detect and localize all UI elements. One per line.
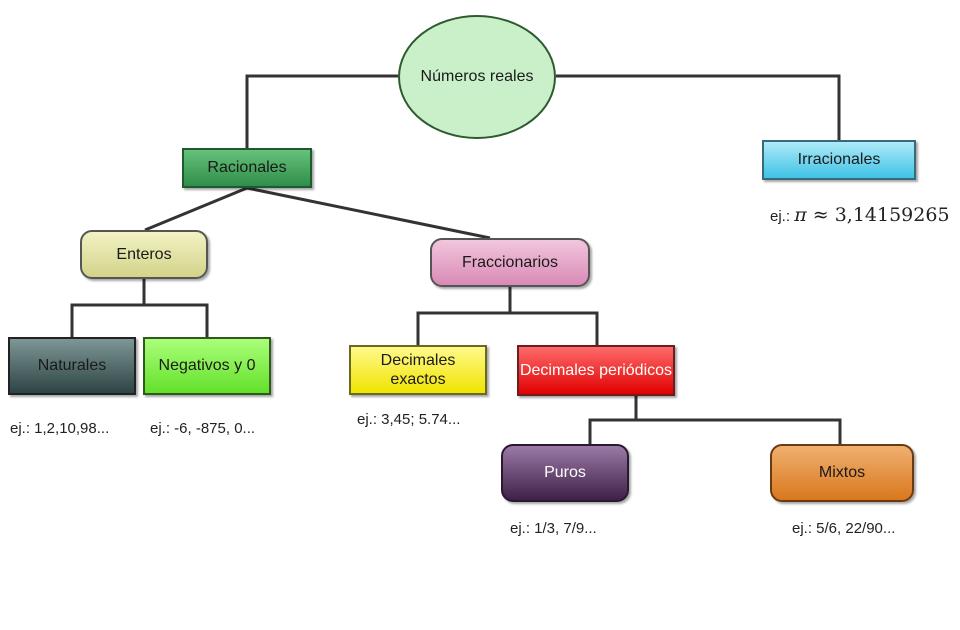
node-mixtos-label: Mixtos (818, 464, 866, 482)
node-fraccionarios-label: Fraccionarios (461, 253, 559, 271)
node-mixtos: Mixtos (770, 444, 914, 502)
node-negativos-y-0: Negativos y 0 (143, 337, 271, 395)
node-naturales-label: Naturales (37, 357, 107, 375)
pi-value: 3,14159265 (834, 204, 950, 226)
pi-symbol: π (794, 204, 807, 226)
approx-symbol: ≈ (812, 204, 829, 226)
connector-root-racionales (245, 74, 398, 148)
node-irracionales: Irracionales (762, 140, 916, 180)
example-mixtos: ej.: 5/6, 22/90... (792, 520, 896, 537)
connector-periodicos-children (588, 418, 842, 444)
connector-racionales-fraccionarios (246, 186, 491, 240)
node-negativos-label: Negativos y 0 (158, 357, 256, 375)
connector-enteros-children (70, 303, 209, 337)
node-decimales-exactos-label: Decimales exactos (380, 351, 456, 388)
node-numeros-reales-label: Números reales (420, 68, 534, 86)
example-decimales-exactos: ej.: 3,45; 5.74... (357, 411, 461, 428)
example-irracionales-formula: π ≈ 3,14159265 (794, 204, 949, 226)
example-naturales: ej.: 1,2,10,98... (10, 420, 110, 437)
node-enteros-label: Enteros (116, 245, 172, 263)
example-negativos: ej.: -6, -875, 0... (150, 420, 256, 437)
node-puros: Puros (501, 444, 629, 502)
node-decimales-periodicos: Decimales periódicos (517, 345, 675, 396)
node-fraccionarios: Fraccionarios (430, 238, 590, 287)
node-enteros: Enteros (80, 230, 208, 279)
example-irracionales: ej.: π ≈ 3,14159265 (770, 204, 950, 226)
node-naturales: Naturales (8, 337, 136, 395)
example-puros: ej.: 1/3, 7/9... (510, 520, 597, 537)
node-racionales-label: Racionales (207, 159, 287, 177)
node-decimales-exactos: Decimales exactos (349, 345, 487, 395)
example-irracionales-prefix: ej.: (770, 208, 791, 225)
node-numeros-reales: Números reales (398, 15, 556, 139)
node-decimales-periodicos-label: Decimales periódicos (519, 361, 673, 379)
node-puros-label: Puros (544, 464, 586, 482)
node-irracionales-label: Irracionales (797, 151, 881, 169)
connector-racionales-enteros (144, 186, 248, 232)
connector-root-irracionales (556, 74, 841, 140)
node-racionales: Racionales (182, 148, 312, 188)
connector-fraccionarios-children (416, 311, 599, 345)
